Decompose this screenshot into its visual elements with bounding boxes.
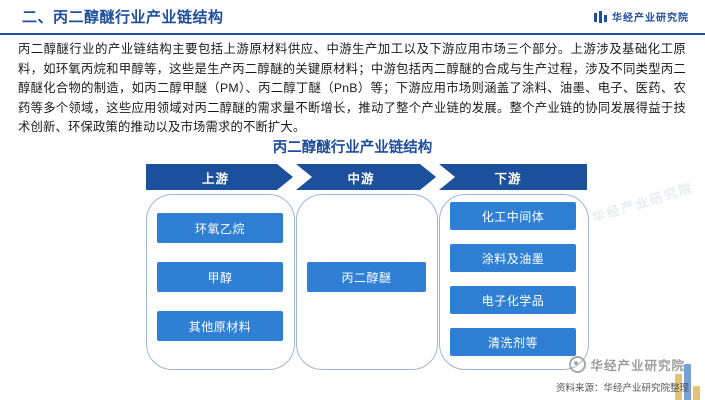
stage-label: 下游: [494, 171, 522, 186]
stage-banner-upstream: 上游: [146, 164, 293, 190]
source-note: 资料来源：华经产业研究院整理: [555, 383, 689, 394]
brand: 华经产业研究院: [594, 9, 689, 24]
weibo-label: 华经产业研究院: [590, 359, 685, 373]
diagram-title: 丙二醇醚行业产业链结构: [272, 140, 433, 156]
weibo-watermark: 华经产业研究院: [569, 355, 685, 374]
page-header: 二、丙二醇醚行业产业链结构 华经产业研究院: [0, 0, 705, 35]
watermark-logo-icon: [675, 364, 701, 400]
stage-banner-midstream: 中游: [296, 164, 436, 190]
watermark: 华经产业研究院: [590, 179, 696, 225]
stage-banner-downstream: 下游: [439, 164, 587, 190]
value-chain-diagram: 华经产业研究院 华经产业研究院 华经产业研究院 华经产业研究院 丙二醇醚行业产业…: [0, 132, 705, 400]
stage-label: 中游: [347, 171, 375, 186]
stage-label: 上游: [201, 171, 229, 186]
node-downstream-3: 电子化学品: [450, 286, 576, 314]
node-midstream-1: 丙二醇醚: [307, 262, 426, 292]
node-downstream-2: 涂料及油墨: [450, 244, 576, 272]
page-title: 二、丙二醇醚行业产业链结构: [22, 9, 224, 26]
node-downstream-1: 化工中间体: [450, 202, 576, 230]
node-downstream-4: 清洗剂等: [450, 328, 576, 356]
weibo-icon: [569, 356, 587, 373]
node-upstream-3: 其他原材料: [157, 311, 283, 341]
body-paragraph: 丙二醇醚行业的产业链结构主要包括上游原材料供应、中游生产加工以及下游应用市场三个…: [18, 42, 686, 134]
node-upstream-1: 环氧乙烷: [157, 213, 283, 243]
brand-name: 华经产业研究院: [612, 13, 689, 24]
node-upstream-2: 甲醇: [157, 262, 283, 292]
bar-logo-icon: [594, 10, 607, 23]
